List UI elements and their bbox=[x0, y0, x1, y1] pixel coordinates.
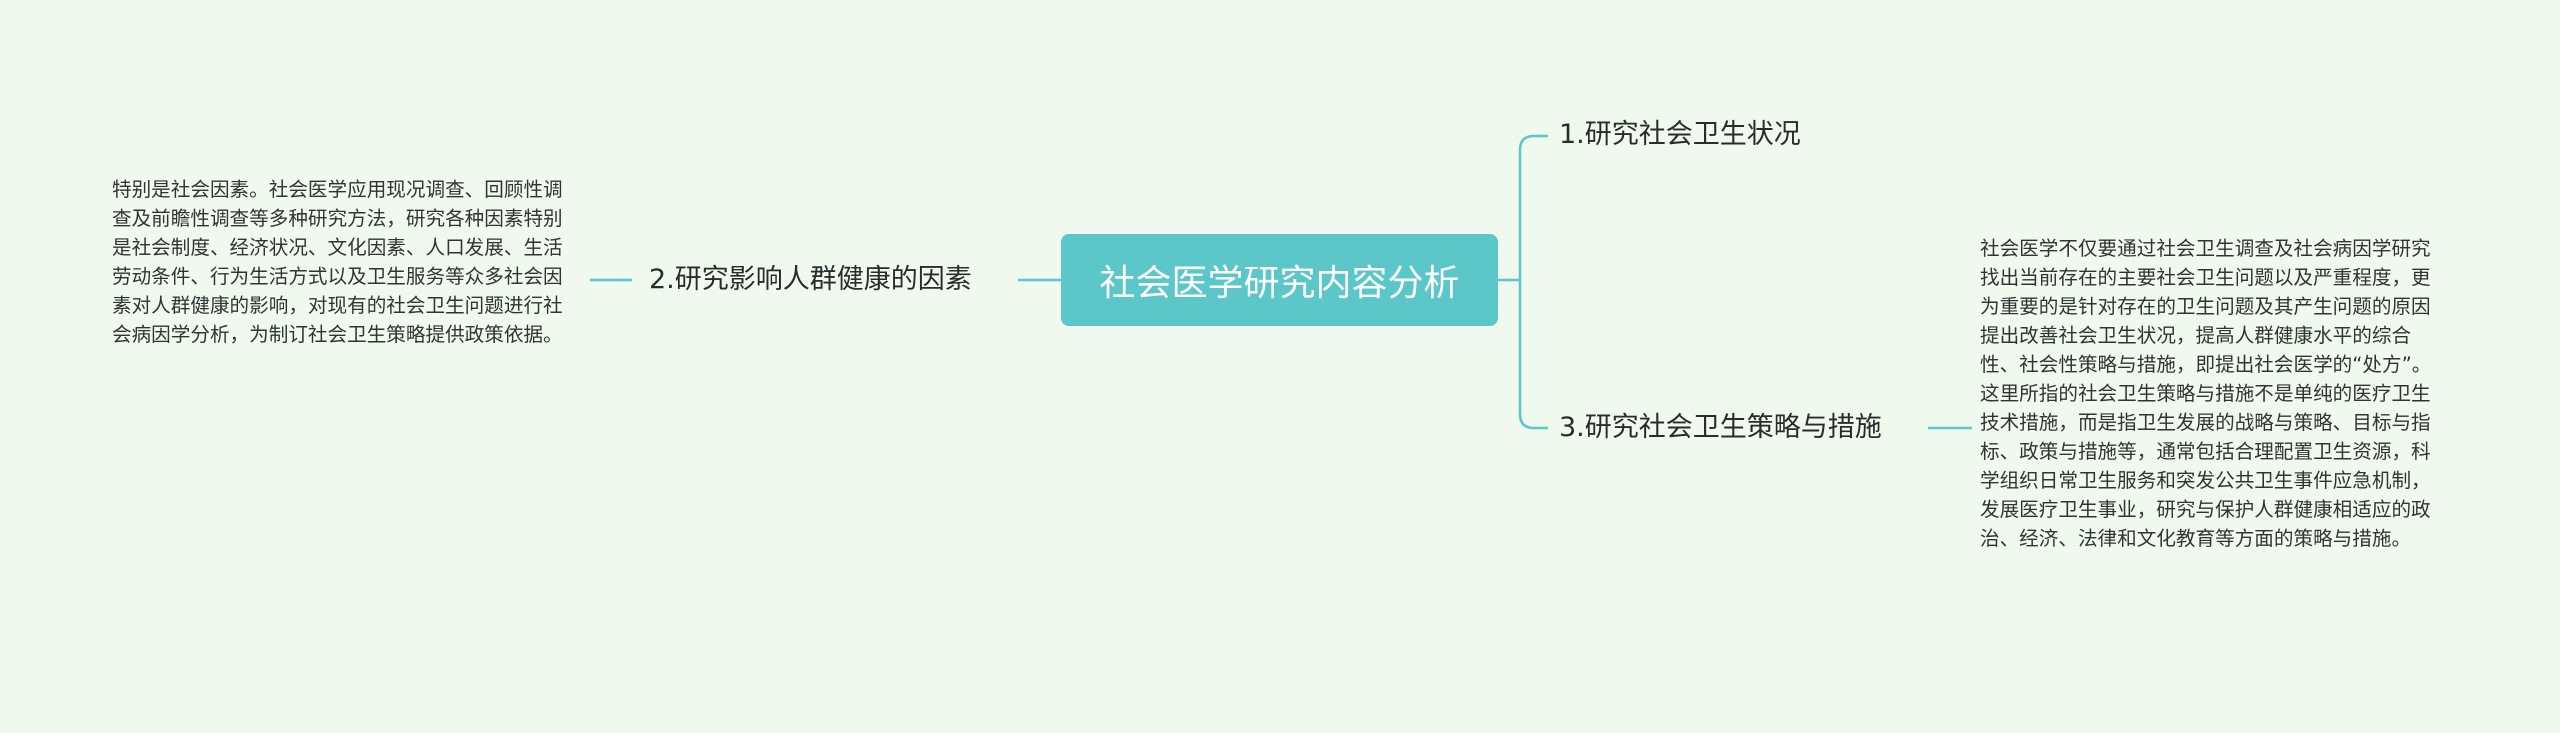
detail-strategies-measures[interactable]: 社会医学不仅要通过社会卫生调查及社会病因学研究找出当前存在的主要社会卫生问题以及… bbox=[1980, 237, 2432, 550]
connector-root-to-branch-3 bbox=[1518, 280, 1548, 430]
detail-health-factors[interactable]: 特别是社会因素。社会医学应用现况调查、回顾性调查及前瞻性调查等多种研究方法，研究… bbox=[112, 178, 563, 346]
branch-social-health-status[interactable]: 1.研究社会卫生状况 bbox=[1559, 119, 1801, 150]
connector-root-to-branch-1 bbox=[1498, 134, 1548, 282]
branch-strategies-measures[interactable]: 3.研究社会卫生策略与措施 bbox=[1559, 412, 1882, 443]
central-topic[interactable]: 社会医学研究内容分析 bbox=[1061, 234, 1498, 326]
central-topic-label: 社会医学研究内容分析 bbox=[1099, 263, 1460, 304]
branch-health-factors[interactable]: 2.研究影响人群健康的因素 bbox=[649, 264, 972, 295]
